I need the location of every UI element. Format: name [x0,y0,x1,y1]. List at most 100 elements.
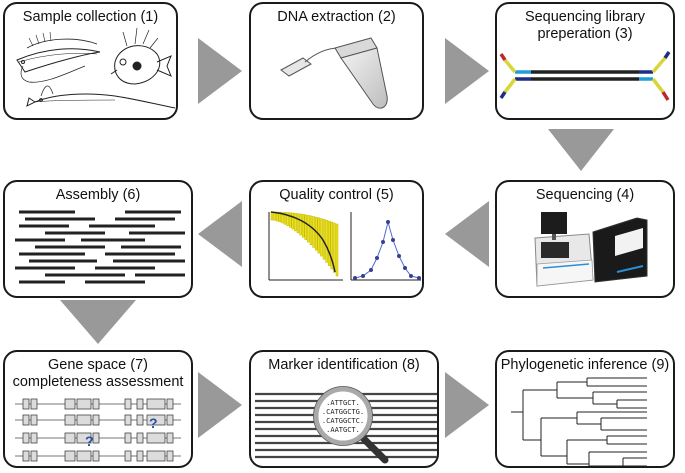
qc-point [397,254,401,258]
exon [92,414,100,426]
exon [124,398,132,410]
exon [76,450,92,462]
qc-box [270,211,274,221]
step-dna-extraction: DNA extraction (2) [249,2,424,120]
step-title: Quality control (5) [279,187,394,203]
exon [64,414,76,426]
step-title: Sample collection (1) [22,9,159,25]
marker-seq-4: .AATGCT. [326,426,360,434]
exon [92,450,100,462]
qc-box [296,213,300,234]
exon [136,432,144,444]
qc-box [283,212,287,225]
exon [64,450,76,462]
assembly-reads [15,210,185,284]
exon [92,432,100,444]
phylogenetic-tree [511,377,647,466]
qc-point [409,274,413,278]
qc-box [333,222,336,273]
qc-box [291,212,295,230]
exon [146,450,166,462]
magnifier-icon: .ATTGCT. .CATGGCTG. .CATGGCTC. .AATGCT. [313,386,389,464]
arrow-2-to-3 [445,38,489,104]
qc-box [304,214,308,240]
exon [166,414,174,426]
adapter-ligated-fragment [499,51,671,101]
step-title: Sequencing (4) [535,187,635,203]
marker-seq-3: .CATGGCTC. [322,417,364,425]
gene-models: ? ? [15,398,181,462]
qc-box [299,213,302,236]
arrow-4-to-5 [445,201,489,267]
arrow-3-to-4 [548,129,614,171]
exon [76,432,92,444]
step-sample-collection: Sample collection (1) [3,2,178,120]
step-title-line2: completeness assessment [12,374,184,390]
arrow-6-to-7 [60,300,136,344]
step-sequencing: Sequencing (4) [495,180,675,298]
step-quality-control: Quality control (5) [249,180,424,298]
missing-marker-1: ? [85,433,94,449]
exon [76,398,92,410]
step-title-line1: Gene space (7) [48,357,148,373]
exon [136,414,144,426]
qc-point [375,256,379,260]
marker-lines: .ATTGCT. .CATGGCTG. .CATGGCTC. .AATGCT. [255,386,437,464]
exon [30,450,38,462]
exon [22,398,30,410]
fish-illustration [16,27,176,109]
exon [124,414,132,426]
exon [136,398,144,410]
step-gene-space: Gene space (7) completeness assessment ?… [3,350,193,468]
exon [30,432,38,444]
distribution-chart [350,212,421,281]
step-title: Sequencing library preperation (3) [497,9,673,43]
qc-point [381,240,385,244]
step-title: Gene space (7) completeness assessment [5,357,191,391]
exon [76,414,92,426]
qc-point [391,238,395,242]
exon [30,414,38,426]
exon [166,432,174,444]
missing-marker-2: ? [149,415,158,431]
qc-box [286,212,289,226]
step-title: Phylogenetic inference (9) [500,357,670,373]
exon [124,432,132,444]
qc-box [330,221,334,270]
step-phylogenetic-inference: Phylogenetic inference (9) [495,350,675,468]
tube-illustration [280,37,388,109]
exon [146,414,166,426]
qc-point [386,220,390,224]
qc-point [361,274,365,278]
arrow-5-to-6 [198,201,242,267]
step-marker-identification: Marker identification (8) .ATTGCT. .CATG… [249,350,439,468]
exon [64,398,76,410]
sequencer-illustration [534,212,648,287]
exon [30,398,38,410]
step-library-preparation: Sequencing library preperation (3) [495,2,675,120]
exon [22,450,30,462]
qc-point [353,276,357,280]
marker-seq-2: .CATGGCTG. [322,408,364,416]
qc-point [417,276,421,280]
qc-box [281,211,284,224]
qc-box [314,216,318,251]
exon [166,450,174,462]
exon [124,450,132,462]
exon [146,432,166,444]
step-title-line1: Sequencing library [524,9,646,25]
quality-boxplot-chart [268,211,343,281]
qc-box [309,215,313,245]
step-title-line2: preperation (3) [537,26,633,42]
exon [92,398,100,410]
marker-seq-1: .ATTGCT. [326,399,360,407]
step-title: Marker identification (8) [268,357,420,373]
exon [136,450,144,462]
exon [146,398,166,410]
qc-box [335,223,339,277]
qc-box [278,211,282,223]
qc-box [307,215,310,243]
qc-box [294,213,297,232]
step-assembly: Assembly (6) [3,180,193,298]
exon [166,398,174,410]
